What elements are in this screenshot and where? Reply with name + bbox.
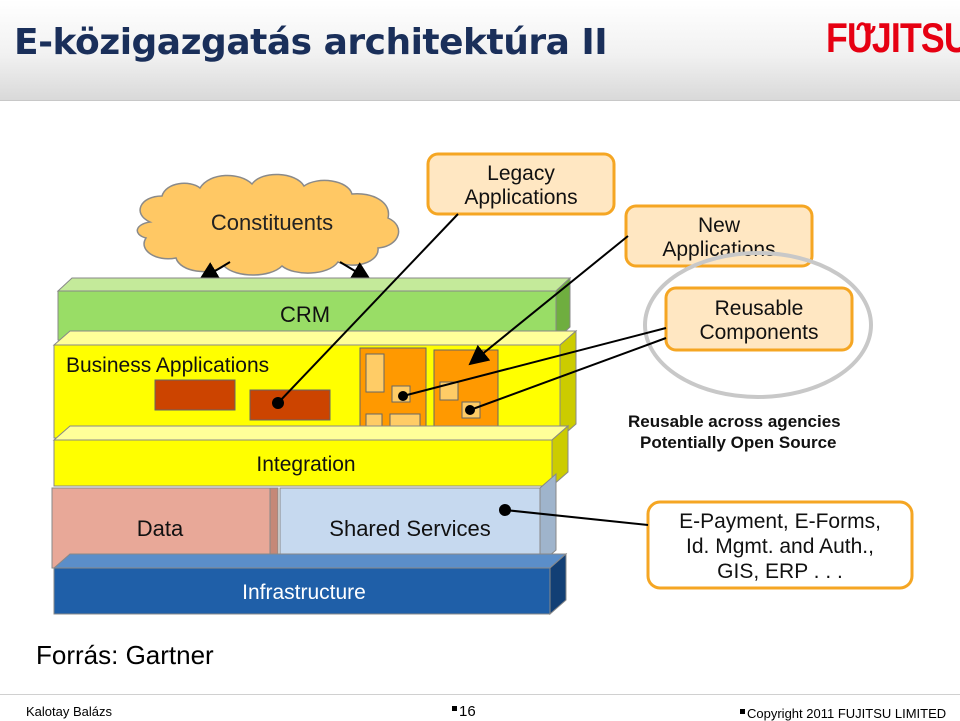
legacy-connector-dot [272, 397, 284, 409]
shared-services-layer: Shared Services [279, 472, 557, 566]
component-block [365, 353, 385, 393]
cloud-arrow-right [339, 261, 372, 282]
infrastructure-layer: Infrastructure [52, 552, 568, 616]
bullet-icon [452, 706, 457, 711]
slide-title: E-közigazgatás architektúra II [14, 22, 608, 63]
integration-layer: Integration [52, 424, 570, 488]
reusable-components-callout: Reusable Components [664, 286, 854, 352]
footer-bar [0, 694, 960, 721]
services-note-line3: GIS, ERP . . . [717, 560, 843, 583]
constituents-cloud: Constituents [136, 173, 400, 276]
services-connector-dot [499, 504, 511, 516]
new-applications-line1: New [698, 214, 741, 237]
reuse-note-line1: Reusable across agencies [628, 412, 841, 431]
legacy-applications-callout: Legacy Applications [426, 152, 616, 216]
services-connector [504, 509, 649, 526]
new-apps-connector [468, 235, 629, 366]
component-block [439, 381, 459, 401]
reuse-note-line2: Potentially Open Source [640, 433, 837, 452]
legacy-applications-line2: Applications [464, 186, 577, 209]
footer-copyright: Copyright 2011 FUJITSU LIMITED [740, 706, 946, 721]
business-applications-label: Business Applications [66, 354, 269, 377]
slide-header: E-közigazgatás architektúra II FUJITSU [0, 0, 960, 101]
fujitsu-logo: FUJITSU [826, 14, 960, 61]
shared-services-label: Shared Services [329, 516, 490, 541]
legacy-app-block [154, 379, 236, 411]
reusable-highlight-circle [643, 251, 873, 399]
copyright-text: Copyright 2011 FUJITSU LIMITED [747, 706, 947, 721]
infrastructure-label: Infrastructure [242, 581, 366, 604]
business-applications-layer: Business Applications [52, 329, 578, 440]
constituents-label: Constituents [211, 210, 333, 235]
crm-label: CRM [280, 302, 330, 327]
fujitsu-infinity-icon [856, 22, 876, 34]
source-note: Forrás: Gartner [36, 640, 214, 670]
data-label: Data [137, 516, 184, 541]
legacy-connector [277, 213, 459, 404]
reusable-connector-2 [469, 337, 667, 411]
services-examples-callout: E-Payment, E-Forms, Id. Mgmt. and Auth.,… [646, 500, 914, 590]
cloud-arrow-left [198, 261, 231, 282]
services-note-line1: E-Payment, E-Forms, [679, 510, 881, 533]
footer-page-number: 16 [452, 703, 476, 720]
legacy-app-block [249, 389, 331, 421]
architecture-diagram: Constituents CRM Business Applications I… [51, 152, 914, 616]
bullet-icon [740, 709, 745, 714]
footer-author: Kalotay Balázs [26, 704, 112, 719]
reusable-components-line1: Reusable [715, 297, 804, 320]
services-note-line2: Id. Mgmt. and Auth., [686, 535, 874, 558]
reusable-components-line2: Components [699, 321, 818, 344]
reusable-connector-1 [402, 327, 667, 397]
integration-label: Integration [256, 453, 355, 476]
page-number-value: 16 [459, 703, 476, 720]
legacy-applications-line1: Legacy [487, 162, 555, 185]
reusable-connector-dot [465, 405, 475, 415]
reusable-connector-dot [398, 391, 408, 401]
